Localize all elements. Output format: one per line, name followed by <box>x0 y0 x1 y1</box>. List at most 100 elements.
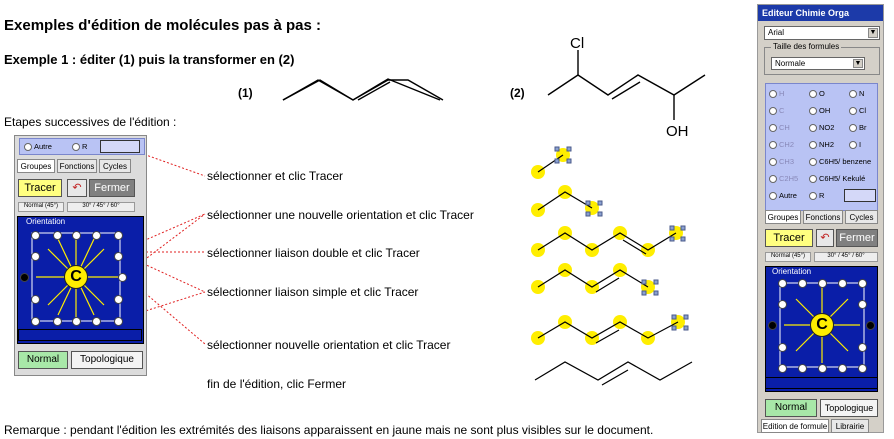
mini-orient-dot[interactable] <box>20 273 29 282</box>
atom-radio-c6h5-kekule[interactable]: C6H5/ Kekulé <box>809 174 865 184</box>
font-select[interactable]: Arial ▼ <box>764 26 880 40</box>
orient-dot[interactable] <box>798 364 807 373</box>
topologique-button[interactable]: Topologique <box>820 399 878 417</box>
tab-edition-formule[interactable]: Edition de formule <box>761 419 829 433</box>
atom-radio-ch[interactable]: CH <box>769 123 790 133</box>
orient-dot[interactable] <box>838 364 847 373</box>
mini-tab-cycles[interactable]: Cycles <box>99 159 131 173</box>
tab-fonctions[interactable]: Fonctions <box>803 210 843 224</box>
orient-dot[interactable] <box>768 321 777 330</box>
atom-radio-ch3[interactable]: CH3 <box>769 157 794 167</box>
orient-dot[interactable] <box>858 279 867 288</box>
atom-radio-o[interactable]: O <box>809 89 825 99</box>
orient-dot[interactable] <box>778 364 787 373</box>
mini-orientation-panel: Orientation C <box>17 216 144 344</box>
mini-orient-dot[interactable] <box>114 231 123 240</box>
orient-dot[interactable] <box>778 300 787 309</box>
mini-orient-dot[interactable] <box>31 317 40 326</box>
orientation-title: Orientation <box>772 267 812 276</box>
size-select-arrow-icon[interactable]: ▼ <box>853 59 863 68</box>
orient-dot[interactable] <box>818 364 827 373</box>
atom-radio-no2[interactable]: NO2 <box>809 123 834 133</box>
bond-selector[interactable] <box>844 189 876 202</box>
mini-angle-30-45-60[interactable]: 30° / 45° / 60° <box>67 202 135 212</box>
atom-radio-c[interactable]: C <box>769 106 784 116</box>
mini-tab-groupes[interactable]: Groupes <box>17 159 55 173</box>
fermer-button[interactable]: Fermer <box>836 229 878 247</box>
angle-normal[interactable]: Normal (45°) <box>765 252 811 262</box>
orientation-panel: Orientation C <box>765 266 878 392</box>
mini-orient-dot[interactable] <box>31 252 40 261</box>
angle-30-45-60[interactable]: 30° / 45° / 60° <box>814 252 878 262</box>
mini-bond-type-row[interactable] <box>18 329 142 341</box>
mini-orient-dot[interactable] <box>114 295 123 304</box>
mini-fermer-button[interactable]: Fermer <box>89 179 135 197</box>
example-heading: Exemple 1 : éditer (1) puis la transform… <box>4 52 295 67</box>
step-drawings <box>531 148 693 386</box>
cl-label: Cl <box>570 35 584 52</box>
tab-librairie[interactable]: Librairie <box>831 419 869 433</box>
atom-radio-ch2[interactable]: CH2 <box>769 140 794 150</box>
mini-orient-dot[interactable] <box>114 252 123 261</box>
orient-dot[interactable] <box>858 343 867 352</box>
mini-orient-dot[interactable] <box>31 295 40 304</box>
atom-radio-nh2[interactable]: NH2 <box>809 140 834 150</box>
size-group: Taille des formules Normale ▼ <box>764 42 880 75</box>
mini-angle-normal[interactable]: Normal (45°) <box>18 202 64 212</box>
molecule-2-label: (2) <box>510 86 525 100</box>
mini-orient-dot[interactable] <box>31 231 40 240</box>
step-5-text: sélectionner nouvelle orientation et cli… <box>207 338 451 352</box>
mini-tracer-button[interactable]: Tracer <box>18 179 62 197</box>
mini-orient-dot[interactable] <box>72 317 81 326</box>
mini-orient-dot[interactable] <box>114 317 123 326</box>
normal-button[interactable]: Normal <box>765 399 817 417</box>
font-select-arrow-icon[interactable]: ▼ <box>868 28 878 38</box>
orient-dot[interactable] <box>818 279 827 288</box>
step-3-text: sélectionner liaison double et clic Trac… <box>207 246 420 260</box>
atom-radio-autre[interactable]: Autre <box>769 191 797 201</box>
mini-orient-dot[interactable] <box>92 231 101 240</box>
atom-radio-r[interactable]: R <box>809 191 824 201</box>
steps-intro: Etapes successives de l'édition : <box>4 115 177 129</box>
mini-orientation-title: Orientation <box>26 217 66 226</box>
step-1-text: sélectionner et clic Tracer <box>207 169 344 183</box>
orient-dot[interactable] <box>866 321 875 330</box>
atom-radio-cl[interactable]: Cl <box>849 106 866 116</box>
tab-groupes[interactable]: Groupes <box>765 210 801 224</box>
orient-dot[interactable] <box>858 364 867 373</box>
atom-radio-h[interactable]: H <box>769 89 784 99</box>
tracer-button[interactable]: Tracer <box>765 229 813 247</box>
oh-label: OH <box>666 123 689 140</box>
mini-orient-dot[interactable] <box>92 317 101 326</box>
remark-text: Remarque : pendant l'édition les extrémi… <box>4 423 654 437</box>
orient-dot[interactable] <box>778 279 787 288</box>
orient-dot[interactable] <box>838 279 847 288</box>
size-select[interactable]: Normale ▼ <box>771 57 865 70</box>
mini-tab-fonctions[interactable]: Fonctions <box>57 159 97 173</box>
atom-radio-oh[interactable]: OH <box>809 106 830 116</box>
tab-cycles[interactable]: Cycles <box>845 210 878 224</box>
mini-undo-icon[interactable]: ↶ <box>67 179 87 197</box>
molecule-1-label: (1) <box>238 86 253 100</box>
mini-orient-dot[interactable] <box>53 231 62 240</box>
atom-radio-n[interactable]: N <box>849 89 864 99</box>
atom-radio-i[interactable]: I <box>849 140 861 150</box>
mini-radio-r[interactable]: R <box>72 142 87 152</box>
orient-dot[interactable] <box>798 279 807 288</box>
atom-selection-panel: H O N C OH Cl CH NO2 Br CH2 NH2 I CH3 C6… <box>765 83 878 211</box>
mini-orient-dot[interactable] <box>72 231 81 240</box>
mini-topologique-button[interactable]: Topologique <box>71 351 143 369</box>
atom-radio-c6h5-benzene[interactable]: C6H5/ benzene <box>809 157 871 167</box>
mini-bond-selector[interactable] <box>100 140 140 153</box>
mini-orient-dot[interactable] <box>118 273 127 282</box>
atom-radio-br[interactable]: Br <box>849 123 867 133</box>
bond-type-row[interactable] <box>765 377 878 389</box>
orient-dot[interactable] <box>858 300 867 309</box>
orient-dot[interactable] <box>778 343 787 352</box>
mini-orient-dot[interactable] <box>53 317 62 326</box>
mini-normal-button[interactable]: Normal <box>18 351 68 369</box>
atom-radio-c2h5[interactable]: C2H5 <box>769 174 798 184</box>
undo-icon[interactable]: ↶ <box>816 229 834 247</box>
step-2-text: sélectionner une nouvelle orientation et… <box>207 208 474 222</box>
mini-radio-autre[interactable]: Autre <box>24 142 52 152</box>
